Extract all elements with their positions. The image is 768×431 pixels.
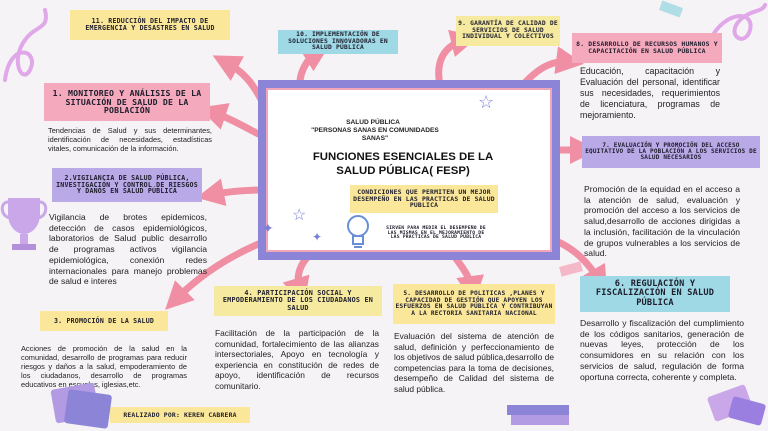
function-7-title: 7. EVALUACIÓN Y PROMOCIÓN DEL ACCESO EQU… [582,136,760,168]
function-9-title: 9. GARANTÍA DE CALIDAD DE SERVICIOS DE S… [456,16,560,46]
function-1-desc: Tendencias de Salud y sus determinantes,… [48,126,212,154]
center-inner-frame [266,88,552,252]
center-note: SIRVEN PARA MEDIR EL DESEMPEÑO DE LAS MI… [386,225,486,241]
trophy-icon [0,198,48,250]
center-subtitle-2: "PERSONAS SANAS EN COMUNIDADES SANAS" [311,127,439,143]
function-6-desc: Desarrollo y fiscalización del cumplimie… [580,318,744,382]
function-2-title: 2.VIGILANCIA DE SALUD PÚBLICA, INVESTIGA… [52,168,202,202]
function-4-title: 4. PARTICIPACIÓN SOCIAL Y EMPODERAMIENTO… [214,286,382,316]
swirl-decoration-right [708,3,767,42]
function-1-title: 1. MONITOREO Y ANÁLISIS DE LA SITUACIÓN … [44,83,210,121]
star-icon: ☆ [292,207,307,224]
author-credit: REALIZADO POR: KEREN CABRERA [110,407,250,423]
arrow-to-9 [435,29,479,89]
center-frame [258,80,560,260]
center-title: FUNCIONES ESENCIALES DE LA SALUD PÚBLICA… [312,151,494,177]
star-icon: ✦ [312,230,323,244]
function-7-desc: Promoción de la equidad en el acceso a l… [584,184,740,259]
function-5-title: 5. DESARROLLO DE POLITICAS ,PLANES Y CAP… [393,284,555,324]
star-icon: ✦ [262,220,274,236]
function-4-desc: Facilitación de la participación de la c… [215,328,379,391]
center-condition: CONDICIONES QUE PERMITEN UN MEJOR DESEMP… [350,185,498,213]
function-8-desc: Educación, capacitación y Evaluación del… [580,66,720,120]
arrow-to-2 [196,178,269,206]
function-2-desc: Vigilancia de brotes epidemicos, detecci… [49,212,207,287]
arrow-to-3 [165,236,272,310]
pencil-icon [707,384,766,426]
function-5-desc: Evaluación del sistema de atención de sa… [394,331,554,394]
function-3-desc: Acciones de promoción de la salud en la … [21,344,187,390]
books-icon [50,382,112,429]
function-10-title: 10. IMPLEMENTACIÓN DE SOLUCIONES INNOVAD… [278,30,398,54]
function-6-title: 6. REGULACIÓN Y FISCALIZACIÓN EN SALUD P… [580,276,730,312]
lightbulb-icon [347,215,369,248]
center-subtitle-1: SALUD PÚBLICA [346,119,400,126]
star-icon: ☆ [478,92,495,112]
books-icon-right [507,405,569,425]
function-3-title: 3. PROMOCIÓN DE LA SALUD [40,311,168,331]
function-8-title: 8. DESARROLLO DE RECURSOS HUMANOS Y CAPA… [572,33,722,63]
function-11-title: 11. REDUCCIÓN DEL IMPACTO DE EMERGENCIA … [70,10,230,40]
swirl-decoration [3,8,48,82]
